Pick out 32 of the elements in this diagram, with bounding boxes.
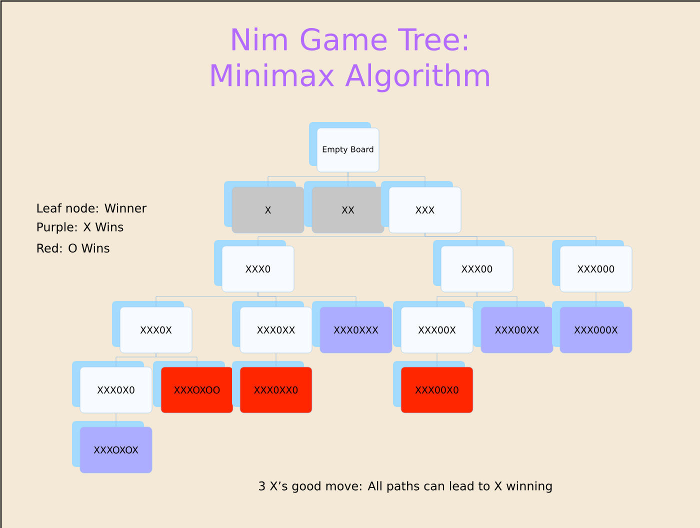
node-label: XXX00XX <box>495 326 539 334</box>
tree-connector <box>258 292 356 307</box>
state-box: XXX0X0 <box>72 361 152 414</box>
tree-connector <box>156 353 198 367</box>
legend-note: Red: O Wins <box>37 243 110 253</box>
state-box: XXX <box>381 181 462 234</box>
leaf-box: XXX0XXX <box>312 301 392 354</box>
state-box: XXX0 <box>214 240 294 292</box>
state-box: XXX000 <box>552 240 632 292</box>
tree-connector <box>436 353 438 367</box>
leaf-box: XXX000X <box>552 301 632 354</box>
leaf-box: XXX00X0 <box>393 361 474 414</box>
state-box: XXX0X <box>112 301 192 354</box>
legend-note: Leaf node: Winner <box>37 203 147 213</box>
tree-connector <box>424 233 596 246</box>
state-box: XXX0XX <box>232 301 312 354</box>
title: Nim Game Tree: Minimax Algorithm <box>212 28 489 92</box>
leaf-box: XXX00XX <box>473 301 554 354</box>
note: 3 X’s good move: All paths can lead to X winning <box>259 481 552 493</box>
leaf-box: XXXOXOX <box>72 421 152 474</box>
leaf-box: XXXOXOO <box>153 361 234 414</box>
node-label: XX <box>342 206 354 214</box>
state-box: X <box>224 181 304 234</box>
state-box: XX <box>304 181 384 234</box>
tree-connector <box>258 233 426 246</box>
state-box: XXX00X <box>393 301 474 354</box>
state-box: XXX00 <box>433 240 514 292</box>
node-label: XXXOXOO <box>174 386 220 394</box>
legend-note: Purple: X Wins <box>37 222 124 234</box>
tree-connector <box>348 172 426 187</box>
leaf-box: XXX0XX0 <box>232 361 312 414</box>
tree-connector <box>476 292 518 307</box>
